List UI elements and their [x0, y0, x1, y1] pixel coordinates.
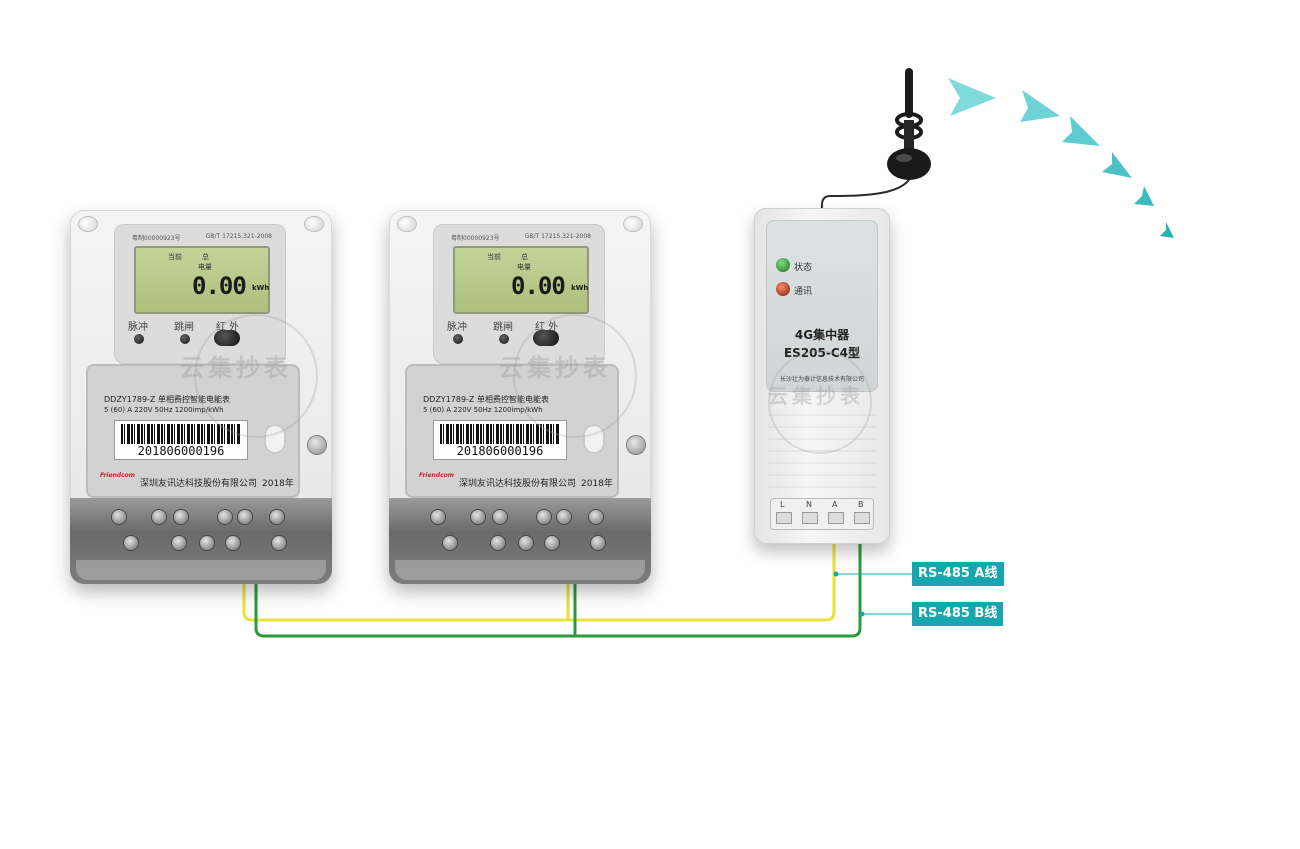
- rs485-b-wire: [254, 540, 862, 638]
- signal-arrow-icon: [1134, 186, 1154, 206]
- seal-screw: [304, 216, 324, 232]
- terminal-label-a: A: [832, 500, 838, 509]
- seal-screw: [78, 216, 98, 232]
- trip-led-icon: [180, 334, 190, 344]
- cert-number: 粤制00000923号: [132, 235, 181, 242]
- signal-waves: [948, 78, 1174, 238]
- terminal-label-l: L: [780, 500, 785, 509]
- lcd-screen: 当前 总 电量 0.00 kWh: [453, 246, 589, 314]
- rs485-a-label: RS-485 A线: [912, 562, 1004, 586]
- side-screw-icon: [308, 436, 326, 454]
- meter-display-area: 粤制00000923号 GB/T 17215.321-2008 当前 总 电量 …: [433, 224, 605, 364]
- comm-label: 通讯: [794, 287, 813, 297]
- status-led-icon: [776, 258, 790, 272]
- lcd-unit: kWh: [571, 284, 589, 292]
- electric-meter-2: 粤制00000923号 GB/T 17215.321-2008 当前 总 电量 …: [389, 210, 651, 584]
- lcd-screen: 当前 总 电量 0.00 kWh: [134, 246, 270, 314]
- concentrator-title: 4G集中器: [794, 328, 850, 342]
- watermark: 云集抄表: [768, 384, 864, 408]
- lcd-energy-label: 电量: [517, 263, 531, 271]
- seal-screw: [397, 216, 417, 232]
- lcd-total-label: 总: [521, 253, 528, 261]
- signal-arrow-icon: [1062, 116, 1100, 146]
- 4g-concentrator: 状态 通讯 4G集中器 ES205-C4型 长沙壮为泰计信息技术有限公司 云集抄…: [754, 208, 890, 544]
- rs485-b-label: RS-485 B线: [912, 602, 1004, 626]
- barcode: 201806000196: [114, 420, 248, 460]
- side-screw-icon: [627, 436, 645, 454]
- lcd-current-label: 当前: [487, 253, 501, 261]
- rs485-a-wire: [242, 540, 836, 622]
- pulse-led-icon: [453, 334, 463, 344]
- cert-number: 粤制00000923号: [451, 235, 500, 242]
- meter-spec: 5 (60) A 220V 50Hz 1200imp/kWh: [423, 406, 543, 414]
- pulse-label: 脉冲: [447, 322, 467, 333]
- manufacture-year: 2018年: [262, 479, 294, 489]
- watermark-seal: [768, 350, 872, 454]
- barcode-bars-icon: [121, 424, 241, 444]
- antenna-icon: [887, 68, 931, 180]
- terminal-label-b: B: [858, 500, 864, 509]
- electric-meter-1: 粤制00000923号 GB/T 17215.321-2008 当前 总 电量 …: [70, 210, 332, 584]
- manufacturer-name: 深圳友讯达科技股份有限公司: [140, 479, 258, 489]
- antenna-cable: [820, 169, 913, 215]
- serial-number: 201806000196: [137, 444, 225, 458]
- lcd-current-label: 当前: [168, 253, 182, 261]
- watermark: 云集抄表: [499, 354, 611, 382]
- barcode: 201806000196: [433, 420, 567, 460]
- lcd-unit: kWh: [252, 284, 270, 292]
- terminal-label-n: N: [806, 500, 812, 509]
- watermark-seal: [513, 314, 637, 438]
- terminal-block: [70, 498, 332, 584]
- manufacture-year: 2018年: [581, 479, 613, 489]
- trip-led-icon: [499, 334, 509, 344]
- meter-spec: 5 (60) A 220V 50Hz 1200imp/kWh: [104, 406, 224, 414]
- signal-arrow-icon: [1020, 90, 1060, 122]
- brand-logo: Friendcom: [100, 472, 136, 479]
- signal-arrow-icon: [1102, 152, 1132, 178]
- barcode-bars-icon: [440, 424, 560, 444]
- serial-number: 201806000196: [456, 444, 544, 458]
- seal-screw: [623, 216, 643, 232]
- trip-label: 跳闸: [174, 322, 194, 333]
- signal-arrow-icon: [1160, 222, 1174, 238]
- pulse-label: 脉冲: [128, 322, 148, 333]
- signal-arrow-icon: [948, 78, 996, 116]
- meter-model: DDZY1789-Z 单相费控智能电能表: [104, 395, 230, 404]
- pulse-led-icon: [134, 334, 144, 344]
- lcd-total-label: 总: [202, 253, 209, 261]
- standard-number: GB/T 17215.321-2008: [524, 233, 591, 240]
- manufacturer-name: 深圳友讯达科技股份有限公司: [459, 479, 577, 489]
- trip-label: 跳闸: [493, 322, 513, 333]
- lcd-reading: 0.00: [192, 272, 247, 300]
- brand-logo: Friendcom: [419, 472, 455, 479]
- watermark-seal: [194, 314, 318, 438]
- meter-model: DDZY1789-Z 单相费控智能电能表: [423, 395, 549, 404]
- comm-led-icon: [776, 282, 790, 296]
- concentrator-terminals: L N A B: [770, 498, 874, 530]
- terminal-block: [389, 498, 651, 584]
- watermark: 云集抄表: [180, 354, 292, 382]
- status-label: 状态: [794, 263, 813, 273]
- lcd-energy-label: 电量: [198, 263, 212, 271]
- standard-number: GB/T 17215.321-2008: [205, 233, 272, 240]
- lcd-reading: 0.00: [511, 272, 566, 300]
